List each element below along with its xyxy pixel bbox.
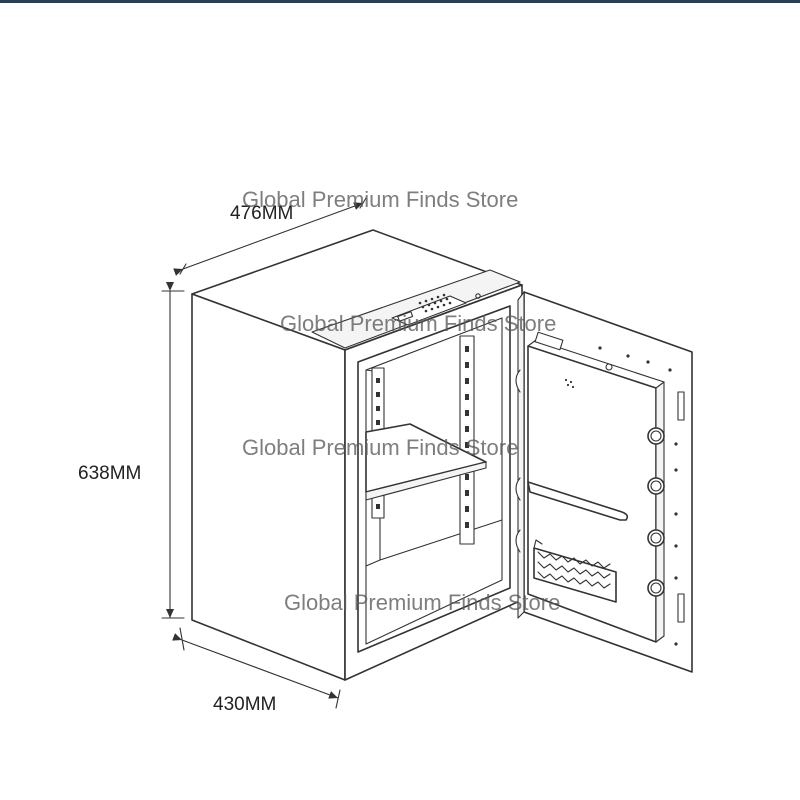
watermark: Global Premium Finds Store	[242, 435, 518, 460]
locking-bolts	[647, 427, 665, 597]
height-dimension: 638MM	[78, 282, 185, 619]
door-bolt-holes	[598, 346, 678, 646]
width-dimension: 476MM	[173, 197, 367, 276]
top-border-band	[0, 0, 800, 3]
watermark: Global Premium Finds Store	[284, 590, 560, 615]
depth-label: 430MM	[213, 694, 276, 715]
width-label: 476MM	[230, 203, 293, 224]
safe-door	[515, 291, 693, 673]
watermark: Global Premium Finds Store	[280, 311, 556, 336]
safe-interior	[357, 305, 511, 653]
keypad	[391, 293, 467, 326]
watermark: Global Premium Finds Store	[242, 187, 518, 212]
indicator-light	[475, 293, 481, 299]
door-handle	[527, 481, 629, 521]
depth-dimension: 430MM	[172, 627, 341, 715]
shelf	[365, 423, 487, 501]
speaker-grill-icon	[564, 378, 575, 389]
door-mesh-pocket	[533, 539, 617, 603]
right-shelf-rail	[459, 335, 475, 545]
height-label: 638MM	[78, 463, 141, 484]
safe-left-side	[191, 293, 346, 681]
